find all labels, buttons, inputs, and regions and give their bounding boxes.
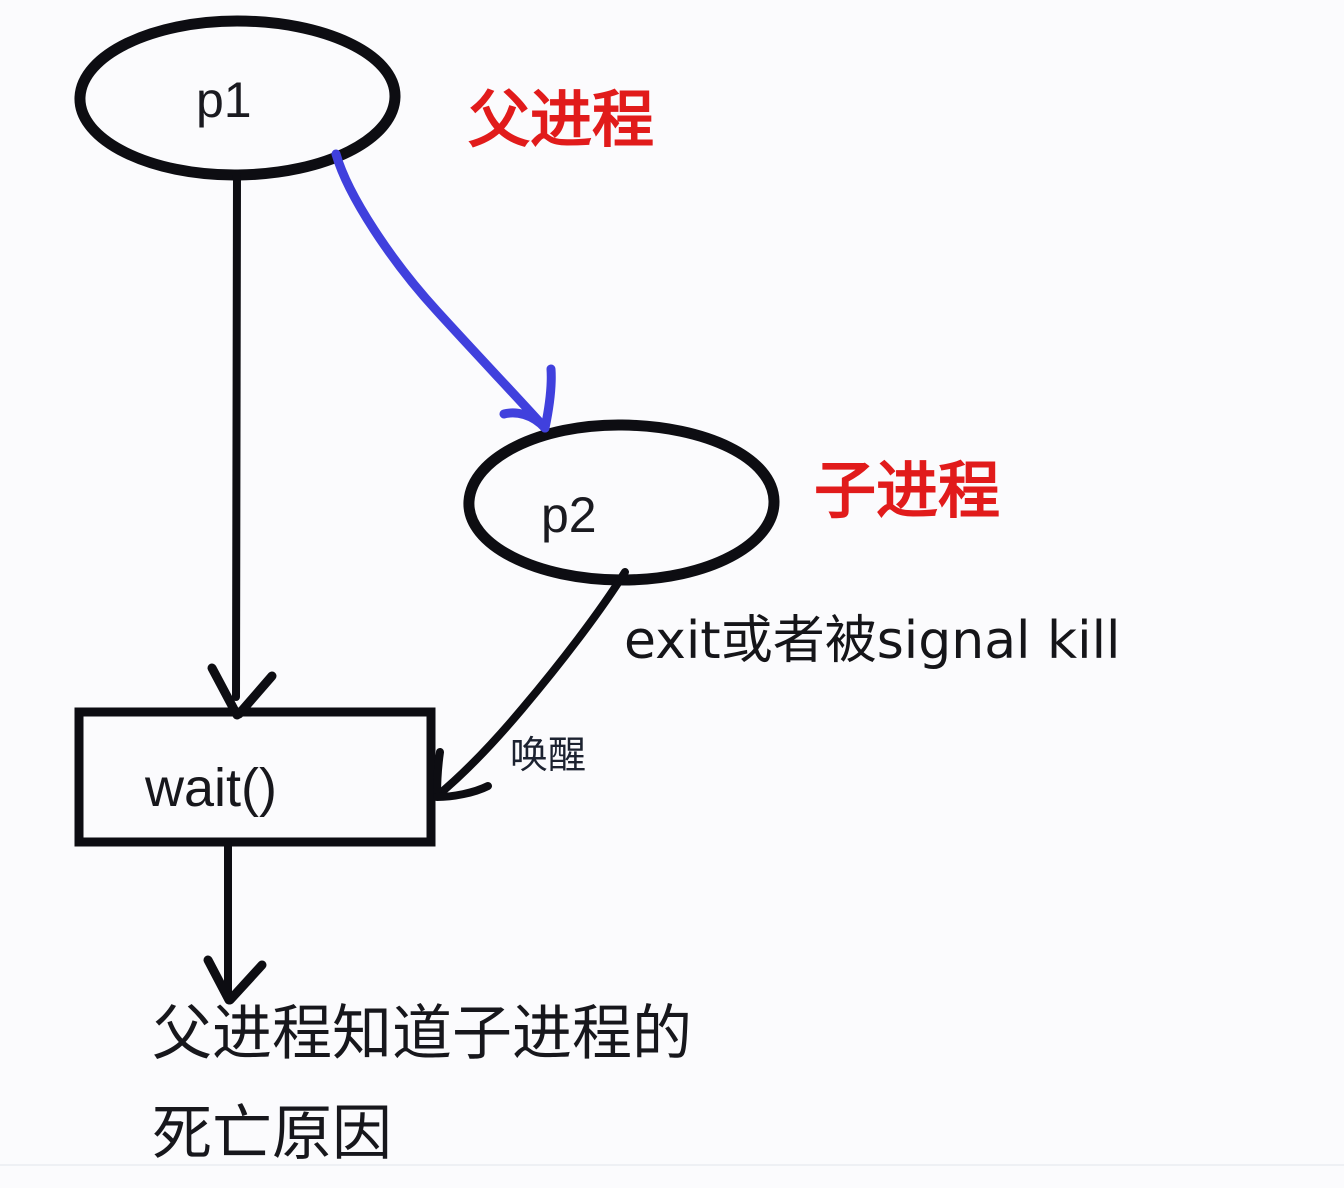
node-wait-label: wait() — [145, 758, 277, 818]
annotation-exit-or-signal-kill: exit或者被signal kill — [624, 611, 1121, 671]
node-p2-label: p2 — [541, 487, 597, 543]
node-p1-label: p1 — [196, 72, 252, 128]
edge-wait-returns — [203, 839, 267, 1005]
conclusion-line-1: 父进程知道子进程的 — [152, 999, 692, 1069]
page-bottom-rule — [0, 1164, 1344, 1166]
edge-fork-child — [331, 149, 556, 433]
edge-parent-calls-wait — [207, 170, 277, 720]
node-wait-box[interactable] — [74, 707, 436, 847]
node-p2-ellipse[interactable] — [463, 419, 780, 586]
conclusion-line-2: 死亡原因 — [152, 1099, 392, 1169]
edge-child-wakes-parent — [433, 568, 629, 801]
annotation-wakeup: 唤醒 — [510, 733, 587, 777]
annotation-parent-process: 父进程 — [468, 83, 655, 156]
annotation-child-process: 子进程 — [814, 454, 1001, 527]
